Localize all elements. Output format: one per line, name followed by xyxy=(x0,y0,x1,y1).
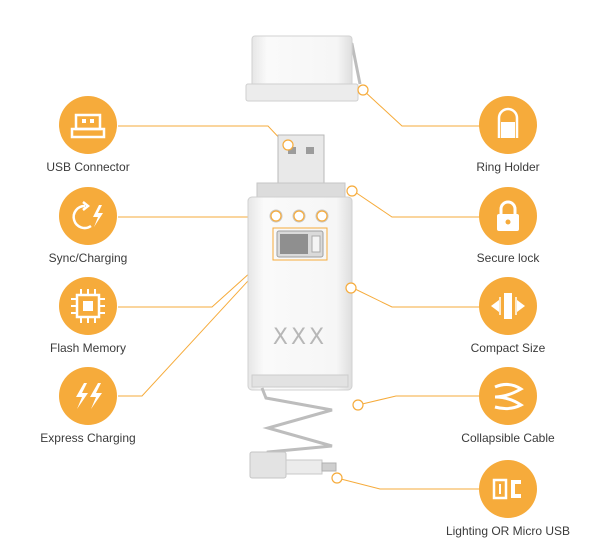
usb-connector-icon xyxy=(59,96,117,154)
cable-connector xyxy=(249,451,337,479)
feature-collapsible-cable: Collapsible Cable xyxy=(428,367,588,445)
feature-connector-type: Lighting OR Micro USB xyxy=(428,460,588,538)
feature-secure-lock: Secure lock xyxy=(428,187,588,265)
device-brand-mark: XXX xyxy=(272,325,328,350)
feature-usb-connector: USB Connector xyxy=(8,96,168,174)
double-lightning-icon xyxy=(59,367,117,425)
feature-sync-charging: Sync/Charging xyxy=(8,187,168,265)
compact-arrows-icon xyxy=(479,277,537,335)
device-body xyxy=(247,182,353,391)
memory-chip-icon xyxy=(59,277,117,335)
callout-markers xyxy=(270,84,369,484)
feature-label: Lighting OR Micro USB xyxy=(445,524,571,538)
feature-compact-size: Compact Size xyxy=(428,277,588,355)
coiled-cable-icon xyxy=(479,367,537,425)
padlock-icon xyxy=(479,187,537,245)
lightning-micro-usb-icon xyxy=(479,460,537,518)
feature-label: Express Charging xyxy=(40,431,136,445)
ring-holder-icon xyxy=(479,96,537,154)
feature-label: Sync/Charging xyxy=(48,251,128,265)
feature-label: Ring Holder xyxy=(476,160,540,174)
switch-highlight xyxy=(272,227,328,261)
sync-lightning-icon xyxy=(59,187,117,245)
feature-flash-memory: Flash Memory xyxy=(8,277,168,355)
feature-label: Secure lock xyxy=(476,251,540,265)
feature-label: USB Connector xyxy=(46,160,130,174)
feature-label: Collapsible Cable xyxy=(461,431,555,445)
feature-label: Flash Memory xyxy=(49,341,126,355)
leader-lines xyxy=(118,89,480,490)
feature-label: Compact Size xyxy=(470,341,546,355)
feature-ring-holder: Ring Holder xyxy=(428,96,588,174)
usb-plug xyxy=(277,134,325,184)
device-cap xyxy=(245,35,362,102)
feature-express-charging: Express Charging xyxy=(8,367,168,445)
